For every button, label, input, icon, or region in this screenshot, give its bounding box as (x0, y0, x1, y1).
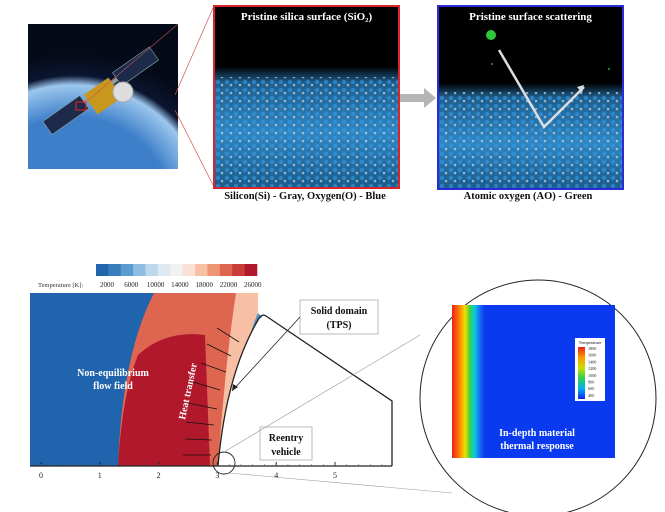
x-tick-label: 4 (274, 471, 278, 480)
x-tick-label: 2 (157, 471, 161, 480)
arrow-right-icon (400, 88, 436, 108)
zoom-lines (175, 7, 214, 186)
colorbar-tick: 26000 (244, 281, 262, 289)
heat-flux-arrows (183, 327, 240, 456)
scattering-panel: Pristine surface scattering (437, 5, 624, 190)
colorbar-label: Temperature [K]: (38, 282, 83, 289)
satellite-image (28, 24, 178, 169)
colorbar-tick: 10000 (147, 281, 165, 289)
colorbar-tick: 6000 (124, 281, 139, 289)
silica-lattice-image (215, 7, 398, 187)
inset-colorbar-tick: 1200 (588, 366, 596, 371)
colorbar-swatch (232, 264, 245, 276)
colorbar-swatch (182, 264, 196, 276)
colorbar-swatch (96, 264, 109, 276)
reentry-vehicle-box (259, 426, 313, 461)
inset-colorbar-title: Temperature (579, 340, 602, 345)
inset-colorbar-tick: 1600 (588, 353, 596, 358)
colorbar-swatch (244, 264, 258, 276)
colorbar-tick: 18000 (195, 281, 213, 289)
panel-title: Pristine surface scattering (469, 11, 592, 23)
colorbar-tick: 22000 (220, 281, 238, 289)
inset-colorbar-tick: 400 (588, 393, 594, 398)
colorbar-tick: 2000 (100, 281, 115, 289)
solid-domain-label: Solid domain(TPS) (311, 306, 368, 331)
colorbar-swatch (195, 264, 208, 276)
x-tick-label: 0 (39, 471, 43, 480)
x-tick-label: 5 (333, 471, 337, 480)
scattering-image (439, 7, 622, 188)
x-tick-label: 1 (98, 471, 102, 480)
x-tick-label: 3 (215, 471, 219, 480)
colorbar-swatch (120, 264, 134, 276)
panel-caption: Silicon(Si) - Gray, Oxygen(O) - Blue (224, 191, 386, 202)
panel-title: Pristine silica surface (SiO₂) (240, 11, 373, 23)
inset-colorbar-tick: 1000 (588, 373, 596, 378)
colorbar-swatch (207, 264, 221, 276)
inset-colorbar-tick: 1400 (588, 359, 596, 364)
colorbar-tick: 14000 (171, 281, 189, 289)
silica-surface-panel: Pristine silica surface (SiO₂) (213, 5, 400, 189)
inset-colorbar-tick: 600 (588, 386, 594, 391)
colorbar-swatch (108, 264, 122, 276)
solid-domain-box (299, 299, 379, 335)
vehicle-outline (217, 314, 393, 467)
colorbar-swatch (219, 264, 233, 276)
hot-core-region (118, 334, 210, 466)
colorbar-swatch (157, 264, 171, 276)
panel-caption: Atomic oxygen (AO) - Green (463, 191, 593, 202)
inset-colorbar-tick: 800 (588, 380, 594, 385)
colorbar-swatch (145, 264, 159, 276)
inset-colorbar-tick: 1800 (588, 346, 596, 351)
temperature-colorbar (96, 264, 258, 276)
colorbar-swatch (133, 264, 146, 276)
colorbar-swatch (170, 264, 183, 276)
